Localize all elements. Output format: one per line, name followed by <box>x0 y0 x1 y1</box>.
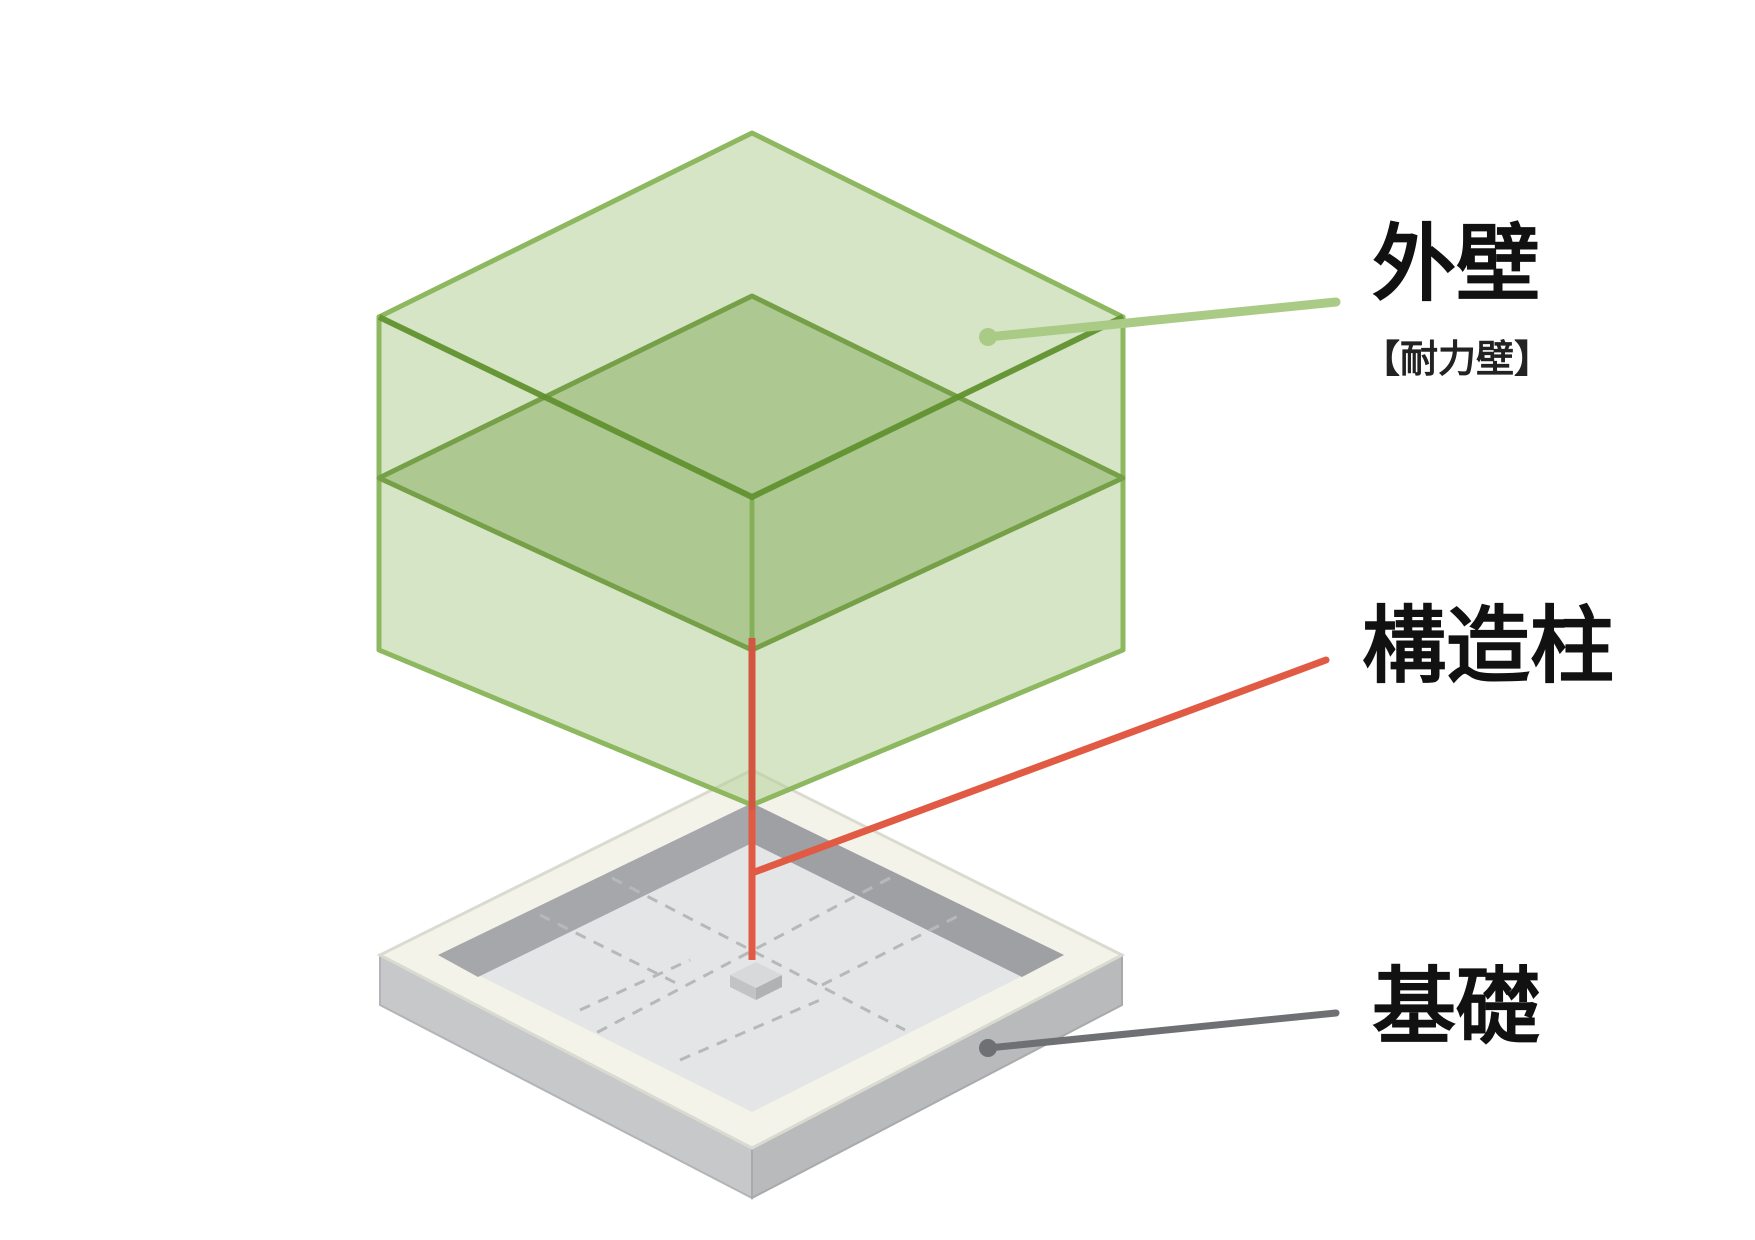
wall-leader <box>983 297 1341 342</box>
labels: 外壁 【耐力壁】 構造柱 基礎 <box>1362 215 1614 1056</box>
column-base <box>730 962 782 1000</box>
exterior-wall-box <box>376 130 1126 808</box>
foundation-inner-wall-left <box>438 803 752 977</box>
label-exterior-wall: 外壁 <box>1372 215 1540 313</box>
foundation-grid <box>539 876 961 1062</box>
label-structural-column: 構造柱 <box>1362 597 1614 695</box>
label-foundation: 基礎 <box>1372 958 1540 1056</box>
leader-lines <box>748 297 1341 1057</box>
foundation-leader-dot <box>979 1039 997 1057</box>
wall-back-edge <box>377 314 1125 501</box>
wall-leader-dot <box>979 328 997 346</box>
column-leader <box>748 656 1330 877</box>
foundation-leader <box>984 1009 1340 1052</box>
label-exterior-wall-sub: 【耐力壁】 <box>1362 337 1552 381</box>
